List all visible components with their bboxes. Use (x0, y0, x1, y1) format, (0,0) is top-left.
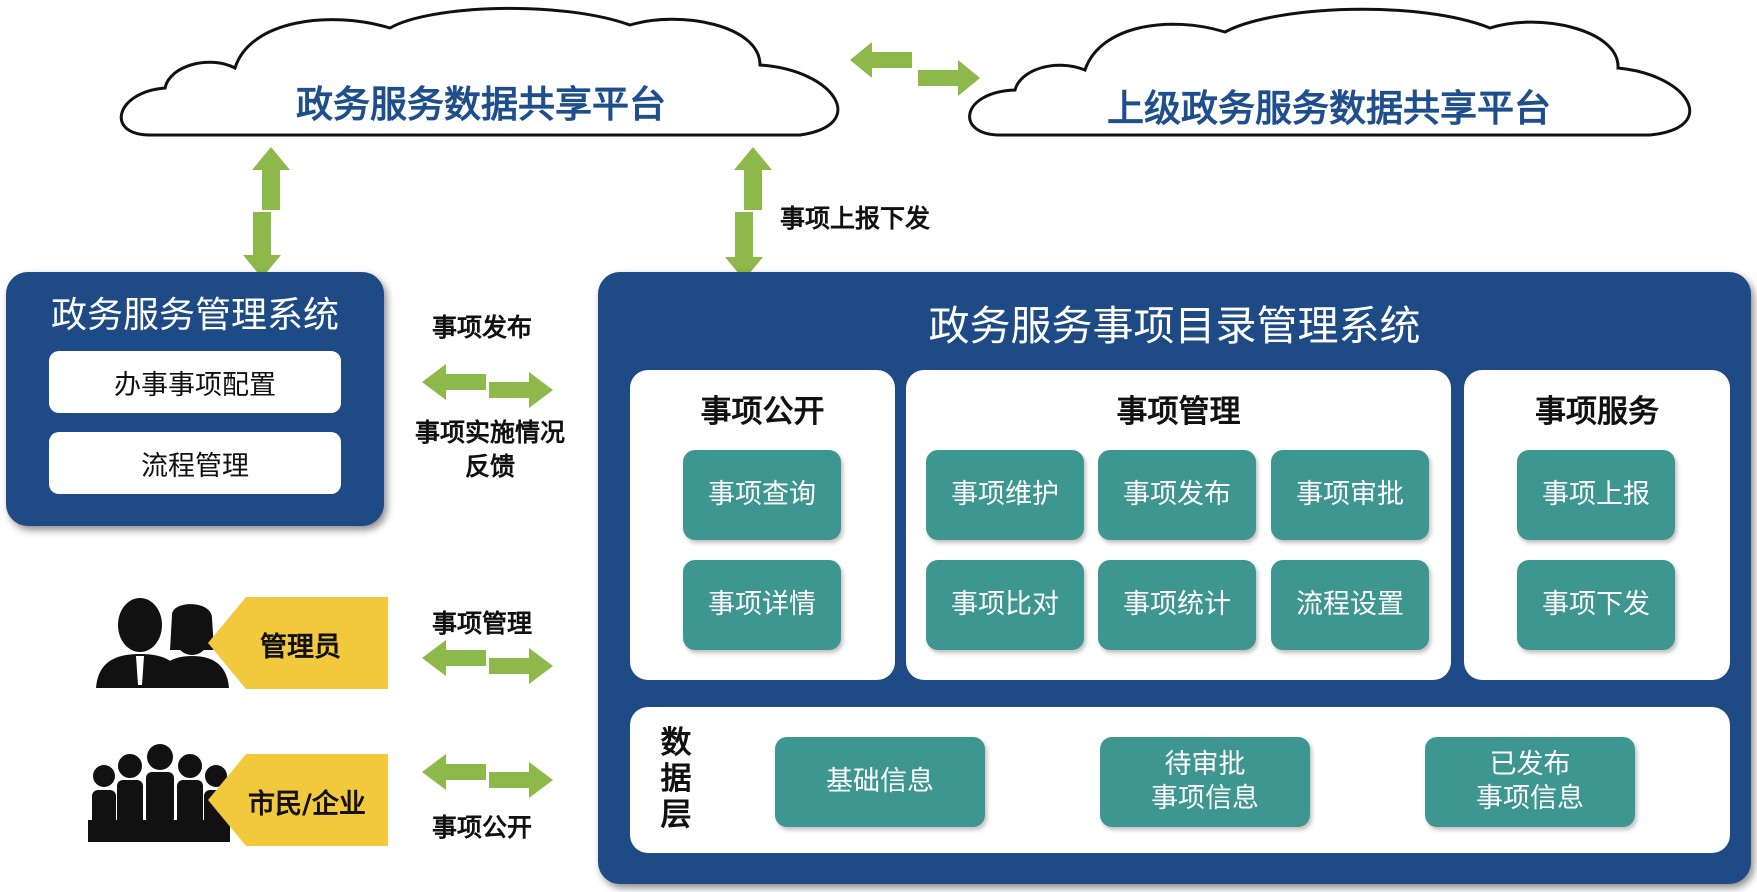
config-items-button[interactable]: 办事事项配置 (49, 351, 341, 413)
basic-info-block[interactable]: 基础信息 (775, 737, 985, 827)
main-system-title: 政务服务事项目录管理系统 (928, 302, 1421, 350)
item-query-button[interactable]: 事项查询 (683, 450, 841, 540)
item-statistics-button[interactable]: 事项统计 (1098, 560, 1256, 650)
feedback-label: 事项实施情况 反馈 (402, 416, 578, 484)
item-catalog-management-system: 政务服务事项目录管理系统 事项公开 事项查询 事项详情 事项管理 事项维护 事项… (598, 272, 1751, 884)
basic-info-line1: 基础信息 (826, 766, 934, 797)
admin-tag: 管理员 (208, 597, 388, 689)
section-service-title: 事项服务 (1535, 394, 1659, 430)
section-public-title: 事项公开 (700, 394, 825, 430)
item-report-button[interactable]: 事项上报 (1517, 450, 1675, 540)
feedback-label-line1: 事项实施情况 (414, 418, 565, 447)
right-cloud-shape (968, 7, 1692, 137)
item-maintain-button[interactable]: 事项维护 (926, 450, 1084, 540)
left-vertical-arrows (243, 147, 290, 278)
item-issue-button[interactable]: 事项下发 (1517, 560, 1675, 650)
data-layer-char-1: 数 (660, 725, 692, 761)
pending-approval-block[interactable]: 待审批 事项信息 (1100, 737, 1310, 827)
process-management-button[interactable]: 流程管理 (49, 432, 341, 494)
admin-label: 管理员 (260, 632, 341, 663)
main-vertical-arrows (725, 147, 772, 280)
item-approve-button[interactable]: 事项审批 (1271, 450, 1429, 540)
item-publish-button[interactable]: 事项发布 (1098, 450, 1256, 540)
citizen-label: 市民/企业 (248, 789, 366, 820)
citizen-tag: 市民/企业 (208, 754, 388, 846)
report-issue-label: 事项上报下发 (780, 204, 931, 233)
published-info-line2: 事项信息 (1476, 783, 1584, 814)
upper-shared-platform-title: 上级政务服务数据共享平台 (1107, 87, 1551, 130)
manage-arrows (422, 640, 553, 684)
section-item-management: 事项管理 事项维护 事项发布 事项审批 事项比对 事项统计 流程设置 (906, 370, 1451, 680)
publish-label: 事项发布 (432, 313, 533, 342)
admin-people-icon (96, 598, 229, 688)
gov-service-management-system: 政务服务管理系统 办事事项配置 流程管理 (6, 272, 384, 526)
left-cloud-shape (119, 6, 840, 137)
published-info-line1: 已发布 (1489, 749, 1571, 780)
pending-approval-line2: 事项信息 (1151, 783, 1259, 814)
published-info-block[interactable]: 已发布 事项信息 (1425, 737, 1635, 827)
data-layer: 数 据 层 基础信息 待审批 事项信息 已发布 事项信息 (630, 707, 1730, 853)
manage-label: 事项管理 (432, 609, 533, 638)
feedback-label-line2: 反馈 (464, 452, 515, 481)
open-label: 事项公开 (432, 813, 533, 842)
data-layer-label: 数 据 层 (656, 725, 696, 833)
data-layer-char-2: 据 (660, 761, 692, 797)
pending-approval-line1: 待审批 (1164, 749, 1246, 780)
section-management-title: 事项管理 (1116, 394, 1241, 430)
item-detail-button[interactable]: 事项详情 (683, 560, 841, 650)
section-item-service: 事项服务 事项上报 事项下发 (1464, 370, 1730, 680)
data-layer-char-3: 层 (660, 797, 692, 833)
shared-platform-title: 政务服务数据共享平台 (296, 83, 666, 126)
publish-arrows (422, 364, 553, 408)
item-compare-button[interactable]: 事项比对 (926, 560, 1084, 650)
citizen-crowd-icon (88, 744, 230, 842)
cloud-link-arrows (850, 42, 980, 96)
left-system-title: 政务服务管理系统 (50, 295, 339, 336)
section-item-public: 事项公开 事项查询 事项详情 (630, 370, 895, 680)
open-arrows (422, 754, 553, 798)
process-setting-button[interactable]: 流程设置 (1271, 560, 1429, 650)
